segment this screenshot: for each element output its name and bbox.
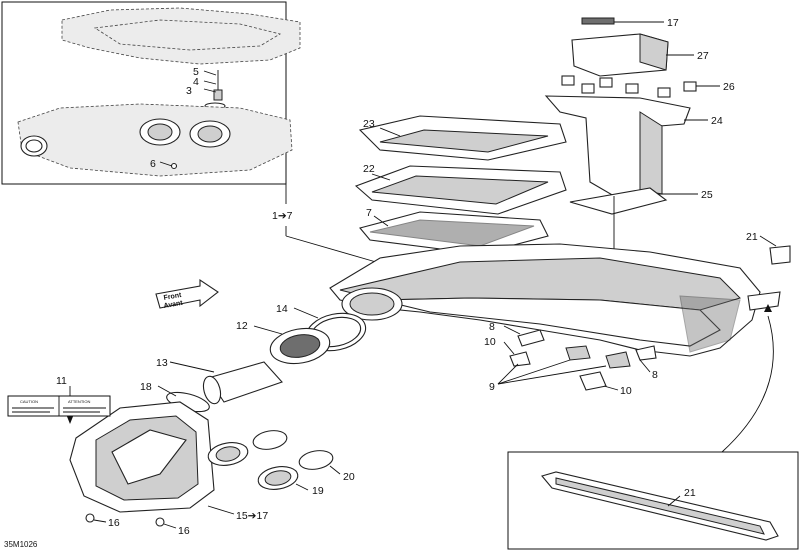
callout-15-to-17: 15➔17	[236, 510, 268, 522]
callout-16-right: 16	[178, 525, 190, 537]
callout-24: 24	[711, 115, 723, 127]
callout-4: 4	[193, 76, 199, 88]
callout-5: 5	[193, 66, 199, 78]
callout-26: 26	[723, 81, 735, 93]
callout-10-upper: 10	[484, 336, 496, 348]
callout-16-left: 16	[108, 517, 120, 529]
callout-1-to-7: 1➔7	[272, 210, 293, 222]
callout-19: 19	[312, 485, 324, 497]
callout-17: 17	[667, 17, 679, 29]
caution-label: CAUTION ATTENTION	[7, 395, 111, 417]
callout-6: 6	[150, 158, 156, 170]
callout-18: 18	[140, 381, 152, 393]
avant-label: Avant	[163, 300, 184, 310]
callout-20: 20	[343, 471, 355, 483]
front-label: Front	[163, 292, 182, 302]
callout-7: 7	[366, 207, 372, 219]
label-caution: CAUTION	[20, 399, 38, 404]
callout-3: 3	[186, 85, 192, 97]
callout-11: 11	[56, 375, 67, 387]
callout-21-clip: 21	[746, 231, 758, 243]
callout-23: 23	[363, 118, 375, 130]
callout-12: 12	[236, 320, 248, 332]
callout-21-strap: 21	[684, 487, 696, 499]
callout-22: 22	[363, 163, 375, 175]
front-arrow	[155, 278, 219, 309]
callouts: 17 27 26 24 23 22 25 7 21 1➔7 5 4 3 6 14…	[56, 17, 758, 537]
callout-27: 27	[697, 50, 709, 62]
callout-8-upper: 8	[489, 321, 495, 333]
strap-inset	[507, 451, 799, 550]
engine-inset	[1, 1, 301, 185]
drawing-code: 35M1026	[4, 540, 38, 549]
callout-25: 25	[701, 189, 713, 201]
callout-10-lower: 10	[620, 385, 632, 397]
label-attention: ATTENTION	[68, 399, 90, 404]
callout-14: 14	[276, 303, 288, 315]
callout-8-lower: 8	[652, 369, 658, 381]
callout-13: 13	[156, 357, 168, 369]
callout-9: 9	[489, 381, 495, 393]
